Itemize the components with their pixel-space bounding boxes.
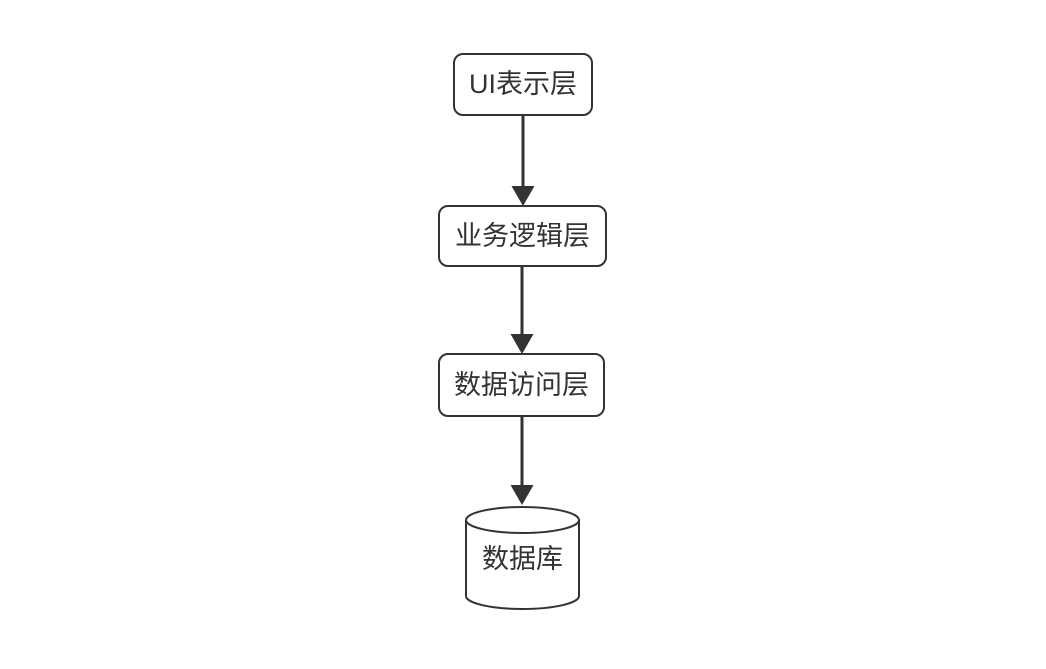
- arrowhead-down-icon: [511, 186, 535, 206]
- node-business-logic-layer-label: 业务逻辑层: [455, 220, 590, 251]
- edge-data-access-to-database[interactable]: [510, 417, 534, 505]
- node-ui-layer-label: UI表示层: [469, 69, 577, 99]
- node-ui-layer[interactable]: UI表示层: [453, 53, 593, 116]
- cylinder-top: [465, 506, 580, 534]
- node-business-logic-layer[interactable]: 业务逻辑层: [438, 205, 607, 267]
- node-data-access-layer[interactable]: 数据访问层: [438, 353, 605, 417]
- edge-business-to-data-access[interactable]: [510, 267, 534, 354]
- arrowhead-down-icon: [510, 485, 534, 505]
- node-data-access-layer-label: 数据访问层: [454, 369, 589, 400]
- cylinder-body: [465, 520, 580, 610]
- arrowhead-down-icon: [510, 334, 534, 354]
- node-database-label: 数据库: [482, 543, 563, 574]
- node-database-shape[interactable]: [465, 506, 580, 610]
- edge-ui-to-business[interactable]: [511, 116, 535, 206]
